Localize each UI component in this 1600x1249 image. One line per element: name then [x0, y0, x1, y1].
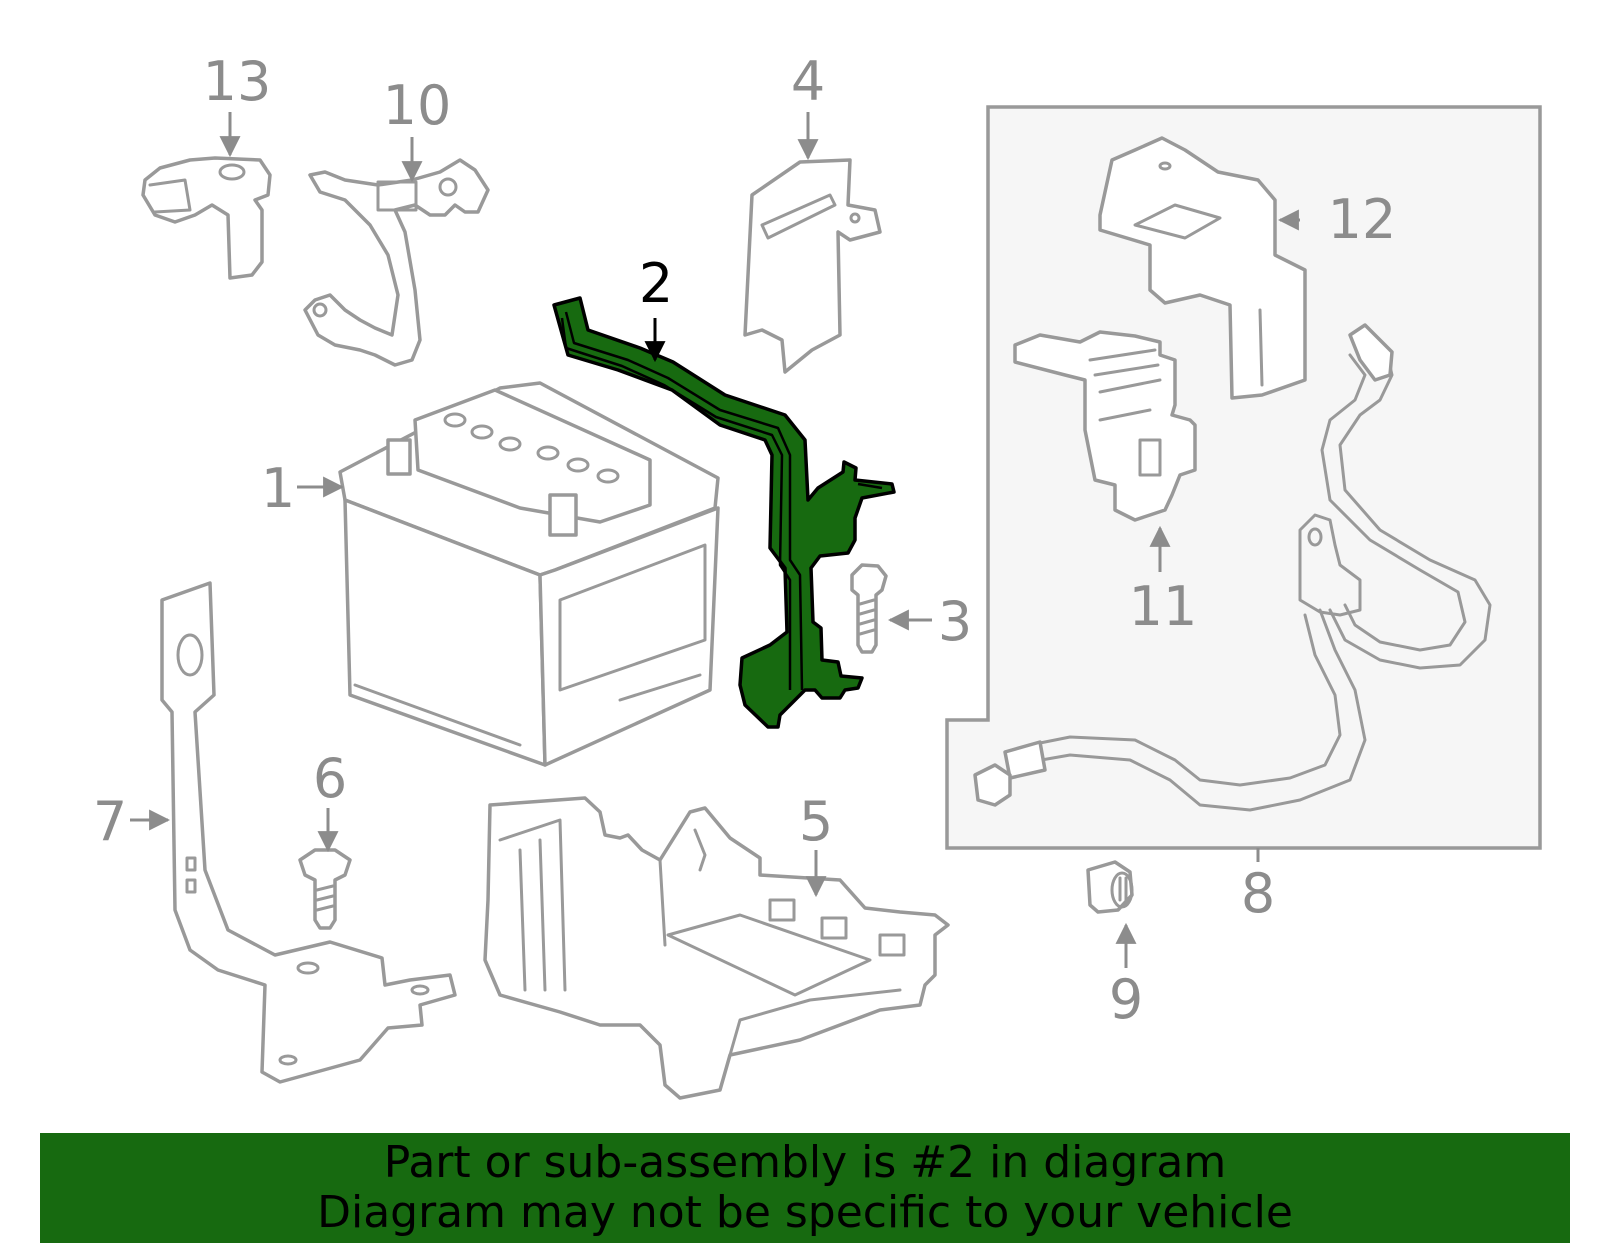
- callout-3: 3: [938, 590, 972, 653]
- callout-7: 7: [93, 790, 127, 853]
- part-5-battery-tray[interactable]: [483, 796, 950, 1100]
- callout-5: 5: [799, 790, 833, 853]
- part-6-bolt[interactable]: [298, 848, 352, 930]
- part-2-hold-down-bracket[interactable]: [552, 296, 896, 729]
- parts-diagram: 13 10 4 2 1 3 12 11 7 6 5 8 9: [93, 50, 1542, 1100]
- part-8-cable-assembly[interactable]: [973, 323, 1492, 812]
- banner-line-1: Part or sub-assembly is #2 in diagram: [383, 1137, 1227, 1188]
- callout-2: 2: [639, 252, 673, 315]
- callout-13: 13: [203, 50, 272, 113]
- part-3-bolt[interactable]: [850, 563, 888, 654]
- part-4-bracket[interactable]: [743, 158, 882, 374]
- part-10-cable[interactable]: [303, 158, 490, 367]
- callout-4: 4: [791, 50, 825, 113]
- callout-1: 1: [261, 457, 295, 520]
- callout-12: 12: [1328, 188, 1397, 251]
- callout-8: 8: [1241, 862, 1275, 925]
- callout-11: 11: [1129, 575, 1198, 638]
- leader-lines: [130, 112, 1300, 968]
- part-12-fuse-cover[interactable]: [1098, 136, 1307, 400]
- callout-9: 9: [1109, 968, 1143, 1031]
- part-11-fuse-block[interactable]: [1013, 330, 1197, 522]
- part-9-cap[interactable]: [1086, 860, 1134, 914]
- info-banner: Part or sub-assembly is #2 in diagram Di…: [40, 1133, 1570, 1243]
- callout-6: 6: [313, 747, 347, 810]
- callout-10: 10: [383, 74, 452, 137]
- callout-labels: 13 10 4 2 1 3 12 11 7 6 5 8 9: [93, 50, 1397, 1031]
- part-1-battery[interactable]: [338, 381, 720, 767]
- part-13-sensor[interactable]: [141, 156, 272, 280]
- banner-line-2: Diagram may not be specific to your vehi…: [317, 1187, 1293, 1238]
- part-7-strap[interactable]: [160, 581, 457, 1084]
